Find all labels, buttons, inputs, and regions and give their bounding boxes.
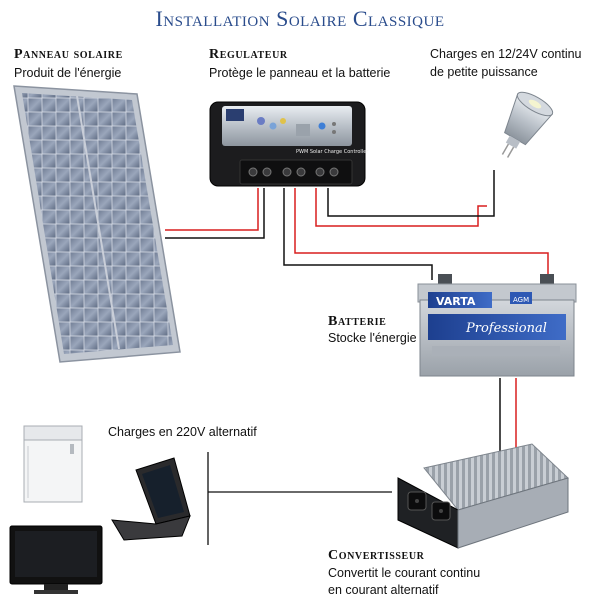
ac-loads-description: Charges en 220V alternatif [108,425,257,439]
panel-description: Produit de l'énergie [14,66,122,80]
wire-panel-negative [165,188,265,239]
tv-image [9,525,103,594]
battery-badge: AGM [513,296,529,304]
dc-loads-line2: de petite puissance [430,65,538,79]
battery-description: Stocke l'énergie [328,331,417,345]
wire-panel-positive [165,188,259,231]
charge-regulator-image: PWM Solar Charge Controller [209,101,369,187]
diagram-title: Installation Solaire Classique [155,6,445,31]
inverter-image [397,443,569,549]
fridge-image [23,425,83,503]
regulator-heading: Regulateur [209,47,288,62]
wire-load-positive [315,188,487,227]
battery-image: VARTA AGM Professional [417,274,577,377]
battery-heading: Batterie [328,314,387,329]
battery-model: Professional [465,321,547,336]
inverter-heading: Convertisseur [328,548,425,563]
wire-load-negative [327,170,495,217]
battery-brand: VARTA [436,295,476,308]
solar-panel-image [13,85,181,363]
dc-lamp-image [501,91,554,158]
panel-heading: Panneau solaire [14,47,123,62]
inverter-line1: Convertit le courant continu [328,566,481,580]
wire-battery-negative [283,188,433,280]
wire-battery-positive [294,188,549,280]
laptop-image [111,457,191,541]
regulator-pwm-label: PWM Solar Charge Controller [296,149,369,155]
regulator-description: Protège le panneau et la batterie [209,66,391,80]
dc-loads-line1: Charges en 12/24V continu [430,47,582,61]
inverter-line2: en courant alternatif [328,583,439,597]
